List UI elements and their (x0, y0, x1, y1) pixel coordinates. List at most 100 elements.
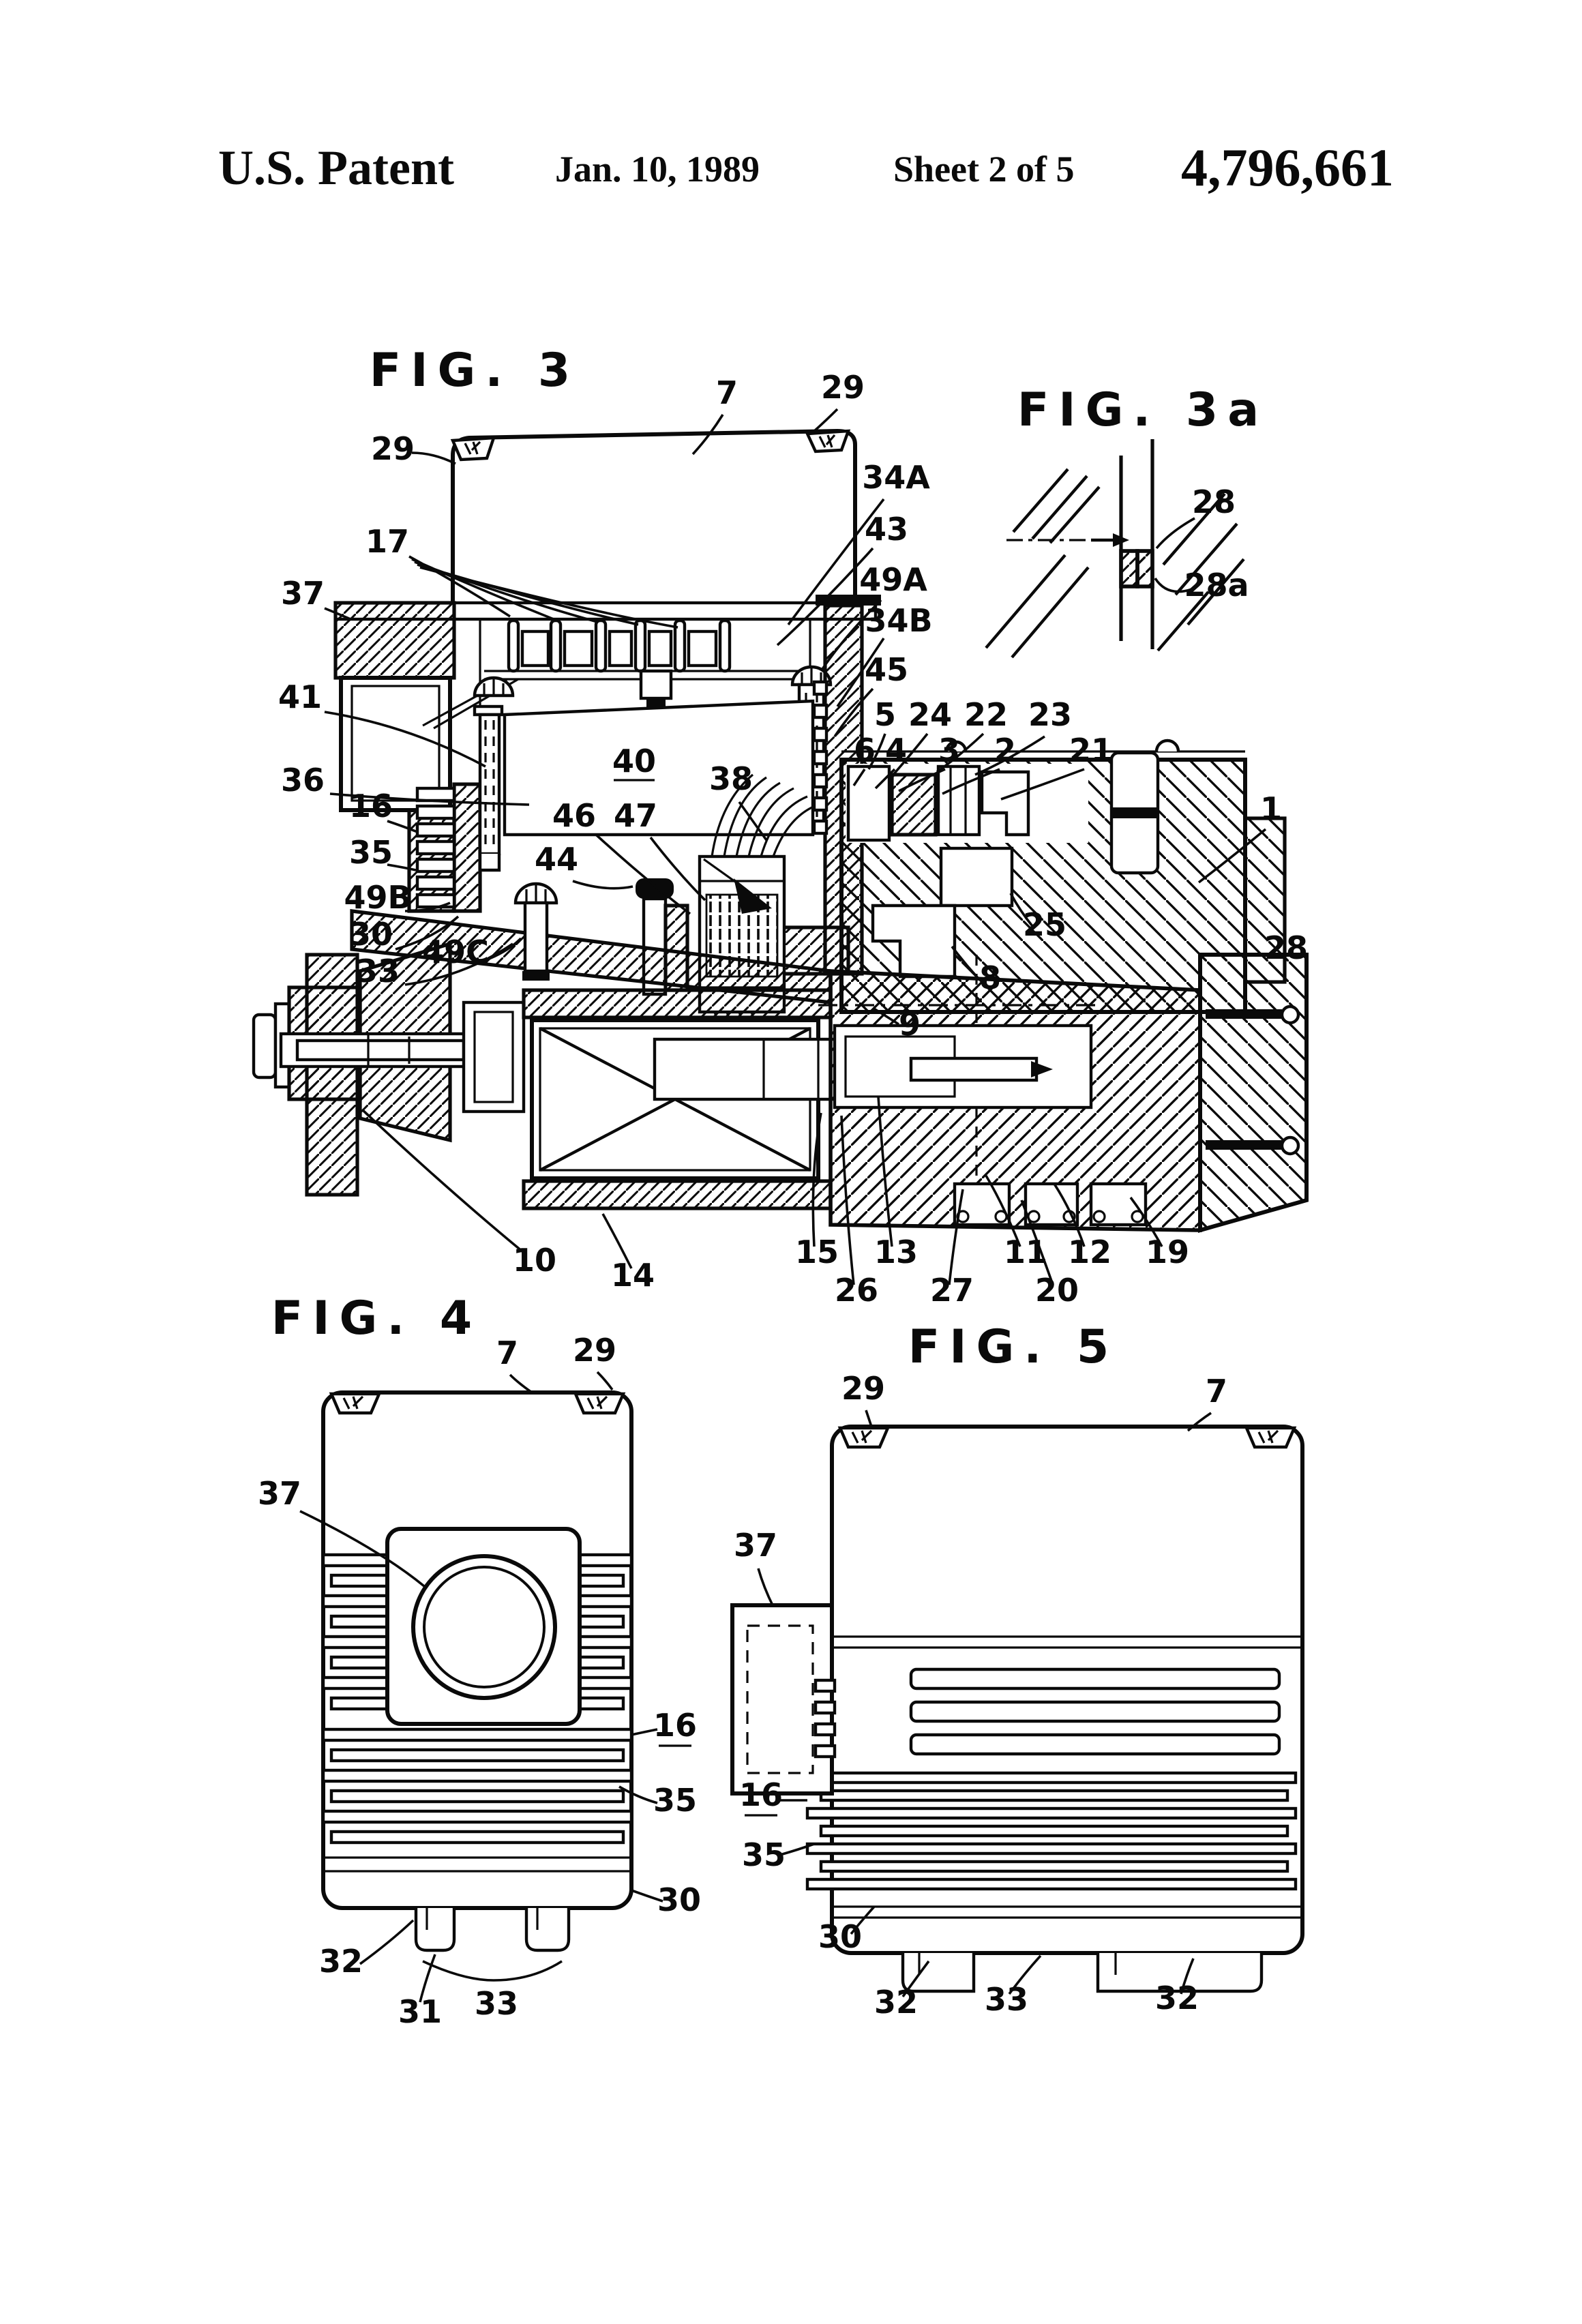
fig3-ref-19: 19 (1146, 1234, 1189, 1270)
sheet-header: U.S. Patent Jan. 10, 1989 Sheet 2 of 5 4… (218, 138, 1394, 197)
fig4-side-fins (321, 1553, 633, 1711)
fig5-fins (805, 1771, 1298, 1891)
fig4-leader-lines (299, 1371, 663, 2003)
fig5-louvers (909, 1667, 1281, 1756)
fig3-ref-12: 12 (1068, 1234, 1111, 1270)
fig3-ref-34A: 34A (862, 459, 930, 496)
fig4-ref-37: 37 (258, 1475, 301, 1512)
fig4-body (321, 1390, 633, 1982)
fig3-ref-25: 25 (1023, 906, 1066, 943)
fig3-ref-33: 33 (356, 953, 400, 989)
fig3-ref-35: 35 (349, 834, 393, 871)
fig3-ref-22: 22 (964, 696, 1008, 733)
fig3-ref-16: 16 (349, 788, 393, 824)
fig3-ref-34B: 34B (865, 602, 932, 639)
fig5-connector-37 (730, 1603, 834, 1796)
fig3-lower-assembly (252, 882, 1309, 1233)
fig3a-leader-lines (1154, 517, 1195, 593)
fig3a-ref-28: 28 (1192, 483, 1236, 520)
fig5-leg-right (1096, 1953, 1264, 1993)
fig4-ref-32: 32 (319, 1943, 363, 1980)
fig3-ref-30: 30 (349, 916, 393, 953)
fig5-ref-16: 16 (739, 1776, 783, 1813)
fig3-plug-25 (939, 846, 1014, 908)
fig4-connector-circle-inner (423, 1566, 546, 1688)
fig4-ref-35: 35 (653, 1782, 697, 1819)
fig3-ref-8: 8 (979, 959, 1001, 996)
fig3a: FIG. 3a 28 28a (985, 383, 1259, 659)
fig4-ref-16: 16 (653, 1707, 697, 1744)
fig4-reference-labels: 7 29 37 16 35 30 32 31 33 (258, 1332, 701, 2030)
fig3-ref-20: 20 (1035, 1272, 1079, 1309)
patent-number: 4,796,661 (1181, 138, 1394, 197)
fig5-leg-left (901, 1953, 976, 1993)
fig3-ref-47: 47 (614, 797, 657, 834)
fig3-ref-49B: 49B (344, 879, 411, 916)
fig3-ref-37: 37 (281, 575, 325, 612)
fig3-ref-2: 2 (994, 732, 1016, 769)
fig3-ref-49A: 49A (859, 561, 927, 598)
fig5-ref-30: 30 (818, 1918, 862, 1955)
fig3-ref-24: 24 (908, 696, 952, 733)
fig3-screw-left (473, 676, 515, 872)
fig5-leader-lines (757, 1410, 1212, 1998)
fig3a-detail-drawing (985, 439, 1245, 659)
fig3-ref-15: 15 (795, 1234, 839, 1270)
fig4-brace-33 (422, 1960, 563, 1982)
fig3-ref-13: 13 (874, 1234, 918, 1270)
fig3-ref-23: 23 (1028, 696, 1072, 733)
fig4-leg-right (524, 1908, 571, 1952)
fig5-reference-labels: 29 7 37 16 35 30 32 33 32 (734, 1370, 1227, 2021)
fig4-ref-33: 33 (475, 1985, 518, 2022)
fig4-full-fins (321, 1727, 633, 1845)
fig3-ref-46: 46 (552, 797, 596, 834)
fig4-leg-left (414, 1908, 456, 1952)
fig3-ref-17: 17 (365, 523, 409, 560)
fig3-ref-29-left: 29 (371, 430, 415, 467)
fig4-connector-circle-outer (411, 1554, 557, 1700)
fig3-ref-26: 26 (835, 1272, 878, 1309)
fig3-ref-1: 1 (1260, 790, 1282, 827)
fig3-ref-9: 9 (899, 1006, 921, 1043)
fig3-ref-5: 5 (874, 696, 896, 733)
patent-office-title: U.S. Patent (218, 140, 454, 195)
fig4: FIG. 4 (258, 1292, 701, 2030)
fig3-reference-labels: 7 29 29 34A 43 49A 34B 45 5 24 22 23 6 4… (278, 369, 1308, 1309)
fig3-title: FIG. 3 (370, 344, 580, 398)
fig4-title: FIG. 4 (271, 1292, 481, 1345)
fig5-ref-29: 29 (841, 1370, 885, 1407)
fig3-ref-28: 28 (1264, 929, 1308, 966)
fig3-ref-7: 7 (716, 374, 738, 411)
fig3-ref-49C: 49C (422, 934, 489, 970)
fig3-ref-36: 36 (281, 762, 325, 799)
fig3-ref-29-right: 29 (821, 369, 865, 406)
fig3-ref-44: 44 (535, 841, 578, 878)
fig3: FIG. 3 (252, 344, 1309, 1309)
fig4-ref-30: 30 (657, 1881, 701, 1918)
fig3-connector-37 (333, 601, 456, 913)
fig3-cover (450, 428, 857, 608)
fig5-ref-32-right: 32 (1155, 1980, 1199, 2016)
fig3-terminal-strip (422, 619, 811, 730)
fig3-ref-27: 27 (930, 1272, 974, 1309)
fig5-ref-35: 35 (742, 1836, 786, 1873)
fig4-ref-7: 7 (496, 1335, 518, 1371)
fig5: FIG. 5 (730, 1320, 1304, 2021)
fig5-ref-7: 7 (1206, 1373, 1227, 1410)
fig3a-ref-28a: 28a (1184, 567, 1249, 604)
fig5-title: FIG. 5 (908, 1320, 1118, 1374)
fig3-ref-21: 21 (1069, 732, 1113, 769)
sheet-number: Sheet 2 of 5 (893, 149, 1074, 190)
fig3-valve-head (818, 739, 1287, 1181)
fig5-body (730, 1425, 1304, 1993)
fig5-ref-33: 33 (985, 1981, 1028, 2018)
fig3-ref-38: 38 (709, 760, 753, 797)
fig3-ref-43: 43 (865, 511, 908, 548)
fig3-ref-40: 40 (612, 743, 656, 779)
fig3-leader-lines (324, 408, 1267, 1285)
patent-date: Jan. 10, 1989 (555, 149, 760, 190)
fig3-arrow (703, 858, 772, 914)
fig3-ref-41: 41 (278, 679, 322, 715)
